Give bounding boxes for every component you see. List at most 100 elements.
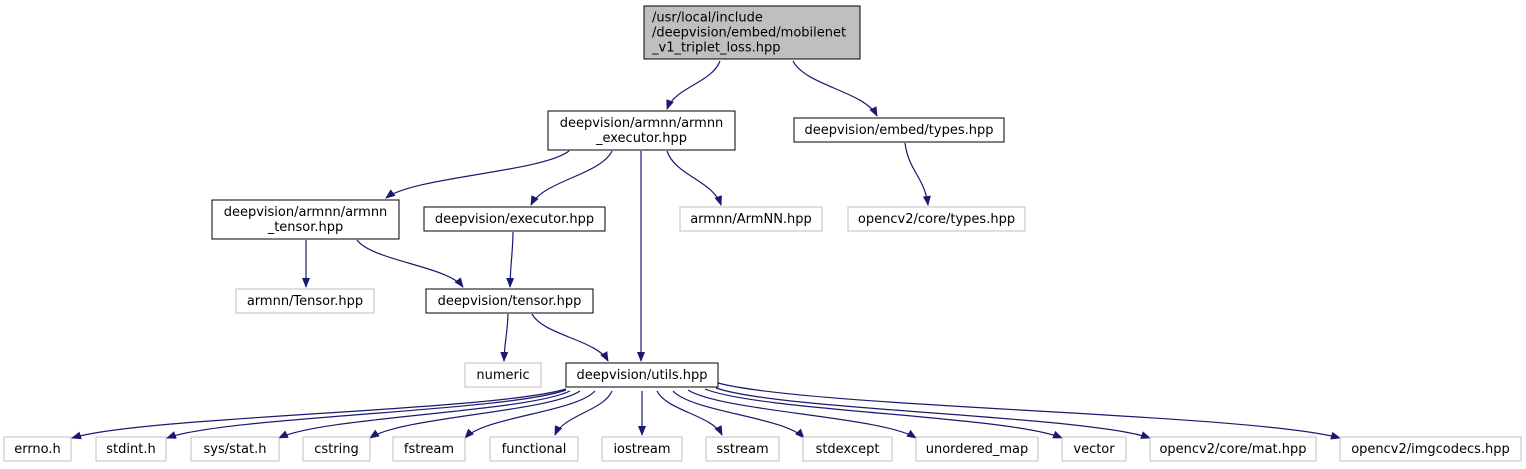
edge-utils-to-sstream (656, 390, 723, 436)
edges-layer (71, 60, 1341, 440)
node-label-line: deepvision/armnn/armnn (560, 116, 724, 131)
node-label-line: armnn/ArmNN.hpp (690, 212, 812, 227)
node-armnn-tensor[interactable]: deepvision/armnn/armnn_tensor.hpp (211, 199, 400, 240)
edge-root-to-embed_types (792, 60, 878, 117)
node-armnn-executor[interactable]: deepvision/armnn/armnn_executor.hpp (547, 110, 736, 151)
edge-executor-to-tensor (506, 231, 515, 288)
node-box (302, 436, 371, 462)
node-sysstat: sys/stat.h (190, 436, 280, 462)
edge-utils-to-cstring (369, 390, 581, 439)
node-stdexcept: stdexcept (802, 436, 893, 462)
node-fstream: fstream (392, 436, 466, 462)
edge-utils-to-cv_mat (715, 387, 1151, 439)
node-box (95, 436, 167, 462)
node-label-line: armnn/Tensor.hpp (247, 294, 363, 309)
node-box (1339, 436, 1522, 462)
node-box (1061, 436, 1127, 462)
node-box (211, 199, 400, 240)
edge-embed_types-to-cv_core_types (904, 142, 931, 206)
node-box (547, 110, 736, 151)
node-cv-mat: opencv2/core/mat.hpp (1149, 436, 1317, 462)
node-box (705, 436, 780, 462)
node-armnn-tensor-ext: armnn/Tensor.hpp (235, 288, 375, 314)
edge-armnn_executor-to-armnn_armnn (666, 150, 722, 206)
node-label-line: opencv2/core/mat.hpp (1159, 442, 1306, 457)
edge-tensor-to-numeric (500, 313, 509, 362)
node-box (915, 436, 1039, 462)
edge-armnn_executor-to-armnn_tensor (385, 150, 570, 199)
edge-armnn_executor-to-executor (530, 150, 613, 206)
node-box (425, 288, 594, 314)
node-cv-core-types: opencv2/core/types.hpp (847, 206, 1026, 232)
node-vector: vector (1061, 436, 1127, 462)
node-label-line: opencv2/core/types.hpp (858, 212, 1015, 227)
node-errno: errno.h (3, 436, 72, 462)
node-box (3, 436, 72, 462)
edge-armnn_tensor-to-tensor (356, 239, 464, 288)
node-functional: functional (489, 436, 579, 462)
node-label-line: deepvision/embed/types.hpp (805, 123, 994, 138)
node-box (489, 436, 579, 462)
node-box (565, 362, 719, 388)
node-label-line: deepvision/tensor.hpp (438, 294, 582, 309)
node-label-line: sys/stat.h (204, 442, 267, 457)
node-label-line: deepvision/executor.hpp (435, 212, 594, 227)
node-box (423, 206, 606, 232)
node-label-line: _tensor.hpp (267, 220, 344, 235)
node-label-line: deepvision/armnn/armnn (224, 205, 388, 220)
node-box (1149, 436, 1317, 462)
edge-utils-to-cv_imgcodecs (717, 382, 1341, 440)
node-label-line: fstream (404, 442, 454, 457)
edge-utils-to-stdexcept (672, 390, 805, 439)
node-box (643, 5, 861, 60)
node-label-line: _v1_triplet_loss.hpp (651, 41, 780, 56)
node-box (464, 362, 542, 388)
edge-utils-to-errno (71, 388, 567, 440)
node-cstring: cstring (302, 436, 371, 462)
node-armnn-armnn: armnn/ArmNN.hpp (679, 206, 823, 232)
node-unordered-map: unordered_map (915, 436, 1039, 462)
edge-root-to-armnn_executor (666, 60, 721, 110)
node-box (802, 436, 893, 462)
node-label-line: _executor.hpp (595, 131, 687, 146)
edge-utils-to-sysstat (278, 390, 571, 439)
node-iostream: iostream (601, 436, 683, 462)
node-box (847, 206, 1026, 232)
node-label-line: stdexcept (816, 442, 880, 457)
node-box (601, 436, 683, 462)
node-box (190, 436, 280, 462)
edge-utils-to-vector (704, 388, 1063, 439)
node-label-line: functional (502, 442, 567, 457)
edge-utils-to-stdint (166, 389, 567, 439)
nodes-layer: /usr/local/include/deepvision/embed/mobi… (3, 5, 1522, 462)
node-label-line: numeric (476, 368, 529, 383)
node-label-line: errno.h (14, 442, 61, 457)
node-stdint: stdint.h (95, 436, 167, 462)
node-utils[interactable]: deepvision/utils.hpp (565, 362, 719, 388)
node-label-line: sstream (716, 442, 768, 457)
edge-tensor-to-utils (531, 313, 609, 362)
node-cv-imgcodecs: opencv2/imgcodecs.hpp (1339, 436, 1522, 462)
node-label-line: opencv2/imgcodecs.hpp (1351, 442, 1510, 457)
node-box (679, 206, 823, 232)
node-label-line: iostream (613, 442, 670, 457)
edge-utils-to-functional (554, 390, 613, 436)
node-tensor[interactable]: deepvision/tensor.hpp (425, 288, 594, 314)
edge-utils-to-unordered_map (687, 389, 917, 439)
node-label-line: /deepvision/embed/mobilenet (652, 26, 846, 41)
node-executor[interactable]: deepvision/executor.hpp (423, 206, 606, 232)
node-box (392, 436, 466, 462)
node-embed-types[interactable]: deepvision/embed/types.hpp (793, 117, 1005, 143)
node-box (235, 288, 375, 314)
node-label-line: deepvision/utils.hpp (577, 368, 708, 383)
node-label-line: unordered_map (926, 442, 1029, 457)
node-label-line: /usr/local/include (652, 11, 763, 26)
node-label-line: stdint.h (106, 442, 155, 457)
node-label-line: vector (1073, 442, 1115, 457)
node-root[interactable]: /usr/local/include/deepvision/embed/mobi… (643, 5, 861, 60)
edge-utils-to-fstream (464, 390, 596, 439)
node-box (793, 117, 1005, 143)
node-numeric: numeric (464, 362, 542, 388)
node-sstream: sstream (705, 436, 780, 462)
